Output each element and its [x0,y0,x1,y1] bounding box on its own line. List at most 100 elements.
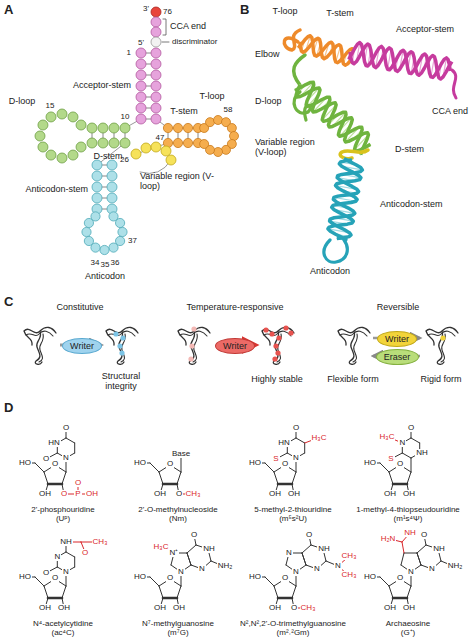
nucleotide-circle [151,48,161,58]
trna-outline [264,331,291,362]
atom-label: HO [18,459,32,468]
bond-line [389,472,393,484]
trna-outline [178,327,210,364]
bond-line [417,553,421,565]
atom-label: O [166,460,174,469]
bond-line [48,483,62,486]
atom-label: O [305,531,313,540]
nucleotide-circle [136,48,146,58]
base-pair [102,198,107,199]
compound-name: 1-methyl-4-thiopseudouridine [356,506,460,515]
part-label: Variable region (V-loop) [255,138,325,158]
nucleotide-circle [227,124,236,133]
modification-dot [120,335,125,340]
position-number: 35 [101,261,110,270]
nucleotide-circle [151,81,161,91]
bond-line [402,453,411,458]
compound-abbreviation: (G⁺) [401,629,416,638]
bond-line [163,483,177,486]
trna-outline [180,331,207,362]
atom-label: NH [403,529,417,538]
part-label: D-loop [9,97,36,107]
bond-line [417,553,421,565]
atom-label: O [281,460,289,469]
bond-line [292,472,296,484]
backbone-ribbon [349,43,451,78]
nucleotide-circle [46,112,56,122]
part-label: Flexible form [327,375,379,385]
enzyme-ellipse: Writer [62,338,102,354]
cca-ribbon [452,70,456,98]
panel-letter: A [4,3,13,17]
trna-outline [26,331,53,362]
position-number: 58 [224,106,233,115]
nucleotide-circle [151,59,161,69]
part-label: Elbow [255,50,280,60]
atom-label: N [334,562,342,571]
nucleotide-circle [98,123,108,133]
panel-letter: C [4,295,13,309]
base-pair [146,64,151,65]
nucleotide-circle [84,236,93,245]
bond-line [265,577,274,586]
bond-line [181,458,182,472]
position-number: 10 [121,113,130,122]
nucleotide-circle [222,145,231,154]
base-pair [146,53,151,54]
nucleotide-circle [136,81,146,91]
bracket [163,19,166,35]
atom-label: HO [133,459,147,468]
part-label: D-stem [94,152,123,162]
base-pair [125,133,126,138]
backbone-ribbon [300,38,351,65]
base-pair [146,119,151,120]
atom-label: N [198,565,206,574]
modification-dot [283,325,288,330]
bond-line [177,472,181,484]
nucleotide-circle [161,146,171,156]
atom-label: HO [248,459,262,468]
bond-line [48,597,62,600]
nucleotide-circle [166,155,176,165]
part-label: T-stem [170,107,198,117]
part-label: Rigid form [420,375,461,385]
nucleotide-circle [107,171,117,181]
atom-label: CH₃ [185,490,202,499]
nucleotide-circle [173,138,182,147]
modification-dot [273,343,278,348]
nucleotide-circle [68,150,78,160]
base-pair [188,133,189,138]
bond-line [74,443,75,453]
part-label: Anticodon-stem [25,185,88,195]
nucleotide-circle [109,123,119,133]
compound-name: 2'-phosphouridine [31,506,94,515]
modification-dot [269,331,274,336]
trna-outline [24,327,56,364]
nucleotide-circle [151,7,161,17]
modification-dot [119,350,124,355]
atom-label: N⁺ [169,549,180,558]
backbone-ribbon [330,159,363,239]
nucleotide-circle [109,243,118,252]
nucleotide-circle [173,123,182,132]
atom-label: O [407,424,415,433]
compound-name: 5-methyl-2-thiouridine [254,506,331,515]
base-pair [102,176,107,177]
nucleotide-circle [151,92,161,102]
bond-line [304,443,305,453]
bond-line [393,597,407,600]
base-pair [146,97,151,98]
bond-line [411,438,420,443]
base-pair [102,187,107,188]
nucleotide-circle [214,116,223,125]
bond-line [177,586,181,598]
compound-name: N²,N²,2'-O-trimethylguanosine [240,620,346,629]
nucleotide-circle [98,138,108,148]
bond-line [187,553,191,565]
nucleotide-circle [136,92,146,102]
bond-line [150,577,159,586]
atom-label: HO [363,459,377,468]
panel-letter: D [4,401,13,415]
modification-dot [117,343,122,348]
nucleotide-circle [91,212,100,221]
